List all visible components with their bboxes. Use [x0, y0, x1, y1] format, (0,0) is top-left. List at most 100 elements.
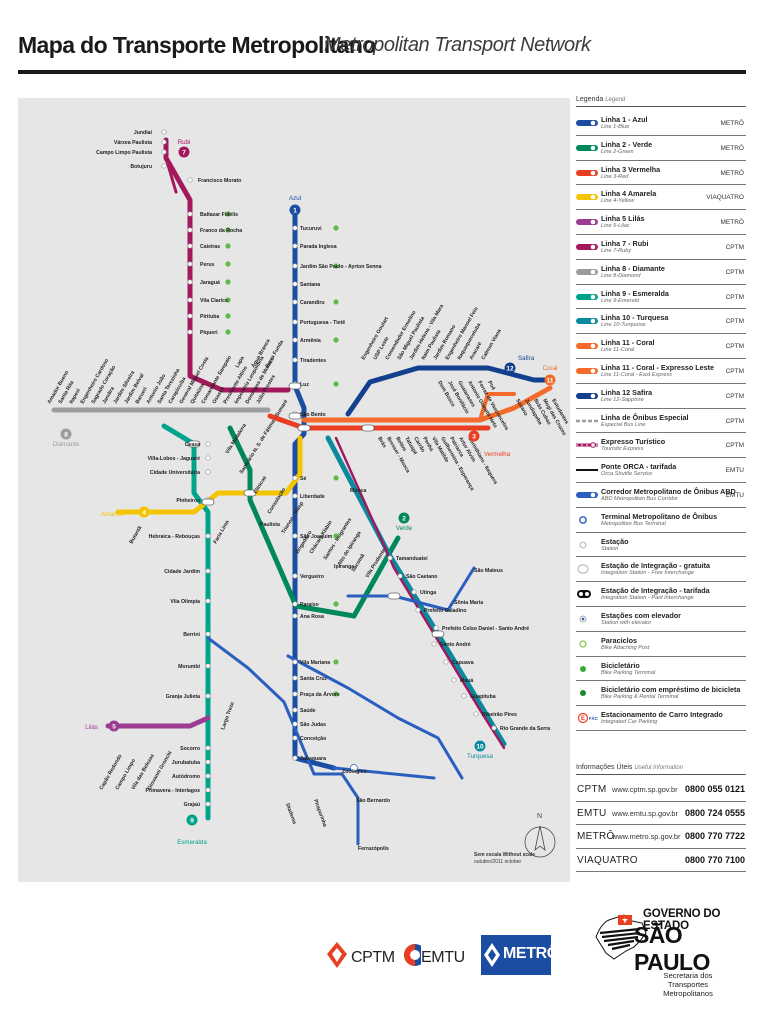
- station-dot[interactable]: [205, 663, 211, 669]
- station-dot[interactable]: [292, 299, 298, 305]
- station-dot[interactable]: [187, 329, 193, 335]
- line-abd-north[interactable]: [346, 566, 476, 612]
- interchange-station[interactable]: [288, 382, 302, 390]
- interchange-station[interactable]: [243, 489, 257, 497]
- station-dot[interactable]: [187, 261, 193, 267]
- station-dot[interactable]: [292, 691, 298, 697]
- station-dot[interactable]: [292, 707, 298, 713]
- station-dot[interactable]: [415, 607, 421, 613]
- station-dot[interactable]: [292, 225, 298, 231]
- station-dot[interactable]: [431, 641, 437, 647]
- station-dot[interactable]: [397, 573, 403, 579]
- station-dot[interactable]: [292, 601, 298, 607]
- station-dot[interactable]: [292, 755, 298, 761]
- line-coral-badge[interactable]: [544, 374, 556, 386]
- station-dot[interactable]: [187, 243, 193, 249]
- line-verde-badge[interactable]: [398, 512, 410, 524]
- station-dot[interactable]: [205, 745, 211, 751]
- station-dot[interactable]: [187, 313, 193, 319]
- line-abd-west[interactable]: [206, 636, 360, 846]
- line-turquesa[interactable]: [325, 435, 507, 747]
- station-dot[interactable]: [205, 801, 211, 807]
- interchange-station[interactable]: [201, 498, 215, 506]
- station-dot[interactable]: [205, 693, 211, 699]
- line-lilas-badge[interactable]: [108, 720, 120, 732]
- station-dot[interactable]: [387, 555, 393, 561]
- station-dot[interactable]: [292, 675, 298, 681]
- line-safira[interactable]: [345, 365, 553, 417]
- line-rubi[interactable]: [163, 137, 291, 393]
- line-turquesa-badge[interactable]: [474, 740, 486, 752]
- line-verde[interactable]: [227, 425, 401, 619]
- station-dot[interactable]: [205, 441, 211, 447]
- line-rubi-badge[interactable]: [178, 146, 190, 158]
- info-website-link[interactable]: www.cptm.sp.gov.br: [612, 785, 678, 794]
- station-dot[interactable]: [187, 211, 193, 217]
- station-dot[interactable]: [292, 475, 298, 481]
- line-coral-branch[interactable]: [478, 392, 516, 422]
- station-dot[interactable]: [205, 568, 211, 574]
- station-dot[interactable]: [473, 711, 479, 717]
- station-dot[interactable]: [292, 613, 298, 619]
- station-dot[interactable]: [187, 279, 193, 285]
- station-dot[interactable]: [205, 533, 211, 539]
- interchange-station[interactable]: [361, 424, 375, 432]
- interchange-station[interactable]: [297, 424, 311, 432]
- line-lilas[interactable]: [105, 715, 211, 729]
- station-label: Ana Rosa: [300, 614, 324, 620]
- line-esmeralda[interactable]: [161, 423, 211, 821]
- station-dot[interactable]: [187, 227, 193, 233]
- station-dot[interactable]: [292, 735, 298, 741]
- line-vermelha[interactable]: [267, 413, 491, 431]
- station-dot[interactable]: [292, 573, 298, 579]
- station-dot[interactable]: [205, 787, 211, 793]
- station-dot[interactable]: [451, 677, 457, 683]
- line-azul-badge[interactable]: [289, 204, 301, 216]
- line-rubi-spur[interactable]: [164, 156, 178, 194]
- station-dot[interactable]: [161, 163, 167, 169]
- station-dot[interactable]: [292, 263, 298, 269]
- station-dot[interactable]: [205, 469, 211, 475]
- station-dot[interactable]: [205, 598, 211, 604]
- station-dot[interactable]: [292, 319, 298, 325]
- info-website-link[interactable]: www.emtu.sp.gov.br: [612, 808, 678, 818]
- line-safira-badge[interactable]: [504, 362, 516, 374]
- info-website-link[interactable]: www.metro.sp.gov.br: [612, 832, 681, 841]
- line-amarela-badge[interactable]: [138, 506, 150, 518]
- station-dot[interactable]: [443, 659, 449, 665]
- station-dot[interactable]: [491, 725, 497, 731]
- station-dot[interactable]: [187, 177, 193, 183]
- station-dot[interactable]: [187, 297, 193, 303]
- station-dot[interactable]: [205, 759, 211, 765]
- station-dot[interactable]: [433, 625, 439, 631]
- line-vermelha-badge[interactable]: [468, 430, 480, 442]
- line-abd-south[interactable]: [286, 654, 464, 780]
- station-dot[interactable]: [292, 533, 298, 539]
- station-dot[interactable]: [411, 589, 417, 595]
- station-dot[interactable]: [292, 243, 298, 249]
- station-dot[interactable]: [292, 659, 298, 665]
- station-dot[interactable]: [292, 357, 298, 363]
- station-dot[interactable]: [292, 493, 298, 499]
- interchange-station[interactable]: [387, 592, 401, 600]
- station-dot[interactable]: [461, 693, 467, 699]
- station-dot[interactable]: [292, 281, 298, 287]
- station-dot[interactable]: [350, 764, 358, 772]
- station-dot[interactable]: [161, 149, 167, 155]
- interchange-station[interactable]: [187, 440, 201, 448]
- station-dot[interactable]: [205, 455, 211, 461]
- state-map-icon: [595, 914, 647, 960]
- interchange-station[interactable]: [431, 630, 445, 638]
- station-dot[interactable]: [161, 139, 167, 145]
- station-dot[interactable]: [205, 773, 211, 779]
- station-dot[interactable]: [292, 721, 298, 727]
- line-diamante-badge[interactable]: [60, 428, 72, 440]
- station-dot[interactable]: [205, 631, 211, 637]
- station-dot[interactable]: [161, 129, 167, 135]
- station-dot[interactable]: [292, 337, 298, 343]
- line-esmeralda-badge[interactable]: [186, 814, 198, 826]
- line-azul[interactable]: [292, 207, 337, 771]
- interchange-station[interactable]: [288, 412, 302, 420]
